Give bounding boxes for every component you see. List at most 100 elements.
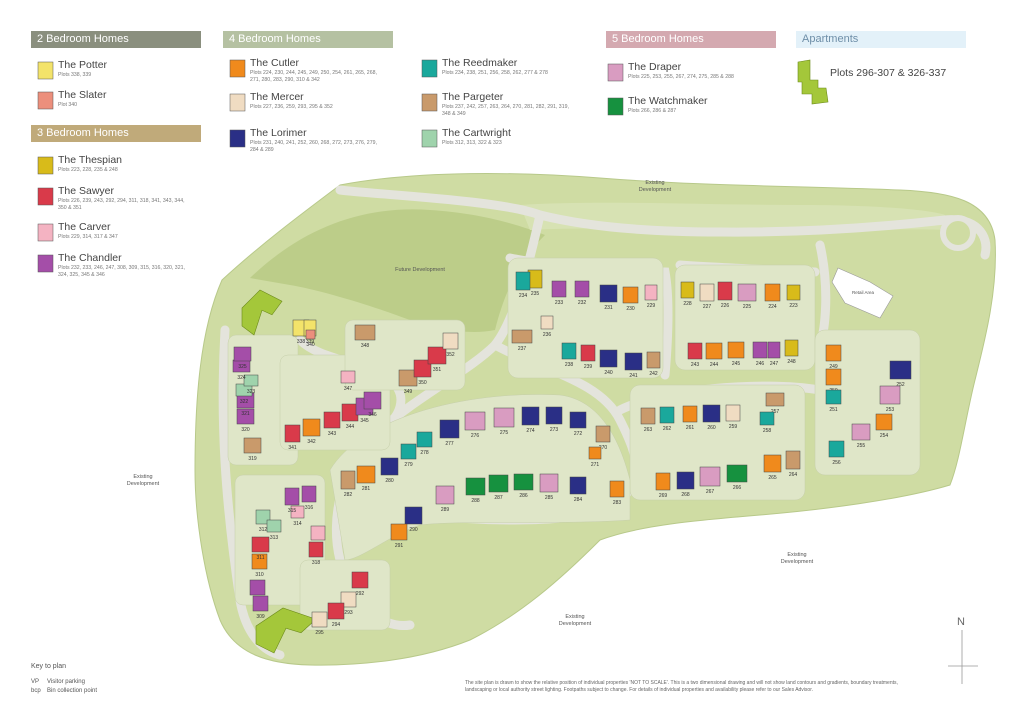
plot-house[interactable]: [569, 411, 587, 429]
plot-270[interactable]: 270: [595, 425, 611, 451]
plot-248[interactable]: 248: [784, 339, 799, 365]
plot-house[interactable]: [356, 465, 376, 484]
plot-230[interactable]: 230: [622, 286, 639, 312]
plot-house[interactable]: [341, 403, 359, 422]
plot-259[interactable]: 259: [725, 404, 741, 430]
plot-house[interactable]: [595, 425, 611, 443]
plot-311[interactable]: 311: [251, 536, 270, 561]
plot-256[interactable]: 256: [828, 440, 845, 466]
plot-house[interactable]: [786, 284, 801, 301]
plot-house[interactable]: [327, 602, 345, 620]
plot-house[interactable]: [580, 344, 596, 362]
plot-house[interactable]: [875, 413, 893, 431]
plot-252[interactable]: 252: [889, 360, 912, 388]
plot-346[interactable]: 346: [363, 391, 382, 418]
plot-house[interactable]: [251, 553, 268, 570]
plot-289[interactable]: 289: [435, 485, 455, 513]
plot-house[interactable]: [851, 423, 871, 441]
plot-271[interactable]: 271: [588, 446, 602, 468]
plot-house[interactable]: [764, 283, 781, 302]
plot-240[interactable]: 240: [599, 349, 618, 376]
plot-228[interactable]: 228: [680, 281, 695, 307]
plot-house[interactable]: [725, 404, 741, 422]
plot-house[interactable]: [659, 406, 675, 424]
plot-house[interactable]: [599, 349, 618, 368]
plot-340[interactable]: 340: [305, 329, 316, 348]
plot-348[interactable]: 348: [354, 324, 376, 349]
plot-house[interactable]: [290, 505, 305, 519]
plot-349[interactable]: 349: [398, 369, 418, 395]
plot-294[interactable]: 294: [327, 602, 345, 628]
plot-242[interactable]: 242: [646, 351, 661, 377]
plot-house[interactable]: [404, 506, 423, 525]
plot-267[interactable]: 267: [699, 466, 721, 495]
plot-269[interactable]: 269: [655, 472, 671, 499]
plot-272[interactable]: 272: [569, 411, 587, 437]
plot-house[interactable]: [340, 470, 356, 490]
plot-351[interactable]: 351: [427, 346, 447, 373]
plot-276[interactable]: 276: [464, 411, 486, 439]
plot-house[interactable]: [825, 389, 842, 405]
plot-233[interactable]: 233: [551, 280, 567, 306]
plot-house[interactable]: [767, 341, 781, 359]
plot-house[interactable]: [284, 424, 301, 443]
plot-house[interactable]: [609, 480, 625, 498]
plot-246[interactable]: 246: [752, 341, 768, 367]
plot-278[interactable]: 278: [416, 431, 433, 456]
plot-house[interactable]: [465, 477, 486, 496]
plot-247[interactable]: 247: [767, 341, 781, 367]
plot-house[interactable]: [717, 281, 733, 301]
plot-house[interactable]: [759, 411, 775, 426]
plot-house[interactable]: [539, 473, 559, 493]
plot-341[interactable]: 341: [284, 424, 301, 451]
plot-house[interactable]: [493, 407, 515, 428]
plot-house[interactable]: [599, 284, 618, 303]
plot-house[interactable]: [354, 324, 376, 341]
plot-258[interactable]: 258: [759, 411, 775, 434]
plot-290[interactable]: 290: [404, 506, 423, 533]
plot-house[interactable]: [305, 329, 316, 340]
plot-house[interactable]: [435, 485, 455, 505]
plot-house[interactable]: [249, 579, 266, 596]
plot-347[interactable]: 347: [340, 370, 356, 392]
plot-268[interactable]: 268: [676, 471, 695, 498]
plot-245[interactable]: 245: [727, 341, 745, 367]
plot-323[interactable]: 323: [243, 374, 259, 395]
plot-house[interactable]: [676, 471, 695, 490]
plot-350[interactable]: 350: [413, 359, 432, 386]
plot-295[interactable]: 295: [311, 611, 328, 636]
plot-260[interactable]: 260: [702, 404, 721, 431]
plot-254[interactable]: 254: [875, 413, 893, 439]
plot-house[interactable]: [398, 369, 418, 387]
apartment-block-2[interactable]: [255, 607, 317, 654]
plot-320[interactable]: 320: [236, 408, 255, 433]
plot-house[interactable]: [784, 339, 799, 357]
plot-224[interactable]: 224: [764, 283, 781, 310]
plot-318[interactable]: 318: [308, 541, 324, 566]
plot-277[interactable]: 277: [439, 419, 460, 447]
plot-house[interactable]: [699, 466, 721, 487]
plot-house[interactable]: [351, 571, 369, 589]
plot-325[interactable]: 325: [233, 346, 252, 370]
plot-312[interactable]: 312: [255, 509, 271, 533]
plot-319[interactable]: 319: [243, 437, 262, 462]
plot-263[interactable]: 263: [640, 407, 656, 433]
plot-house[interactable]: [302, 418, 321, 437]
plot-house[interactable]: [255, 509, 271, 525]
plot-house[interactable]: [785, 450, 801, 470]
plot-house[interactable]: [687, 342, 703, 360]
plot-262[interactable]: 262: [659, 406, 675, 432]
plot-house[interactable]: [699, 283, 715, 302]
plot-house[interactable]: [284, 487, 300, 506]
plot-310[interactable]: 310: [251, 553, 268, 578]
plot-291[interactable]: 291: [390, 523, 408, 549]
plot-house[interactable]: [251, 536, 270, 553]
plot-274[interactable]: 274: [521, 406, 540, 434]
plot-house[interactable]: [442, 332, 459, 350]
plot-house[interactable]: [644, 284, 658, 301]
plot-house[interactable]: [464, 411, 486, 431]
plot-266[interactable]: 266: [726, 464, 748, 491]
plot-285[interactable]: 285: [539, 473, 559, 501]
plot-236[interactable]: 236: [540, 315, 554, 338]
